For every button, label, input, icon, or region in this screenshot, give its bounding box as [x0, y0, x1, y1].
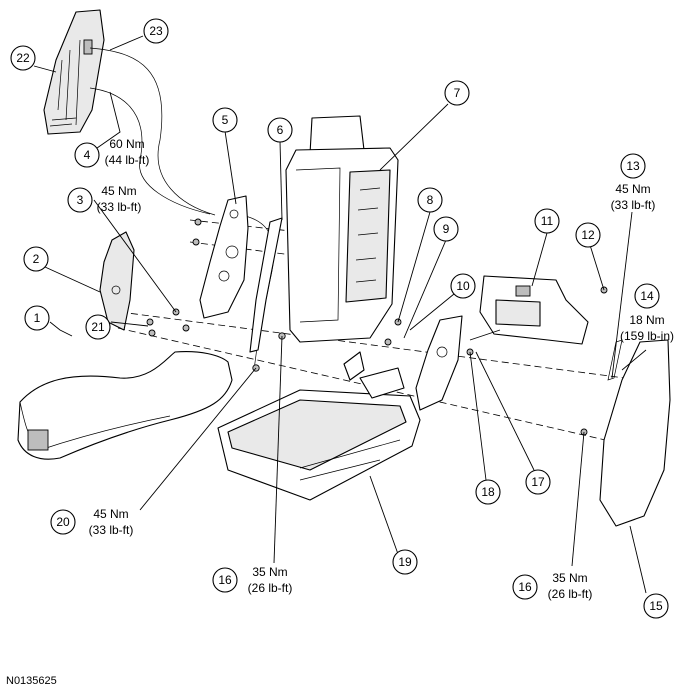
torque-nm: 18 Nm: [629, 313, 664, 327]
callout-number: 1: [34, 311, 41, 325]
part-19-seat-base: [217, 351, 421, 501]
callout-10: 10: [450, 273, 476, 299]
callout-1: 1: [24, 305, 50, 331]
callout-7: 7: [444, 80, 470, 106]
callout-8: 8: [417, 187, 443, 213]
callout-16-right: 16 35 Nm (26 lb-ft): [512, 571, 593, 601]
torque-lbft: (159 lb-in): [620, 329, 674, 343]
torque-lbft: (44 lb-ft): [105, 153, 150, 167]
callout-3: 3 45 Nm (33 lb-ft): [67, 184, 142, 214]
torque-lbft: (26 lb-ft): [248, 581, 293, 595]
callout-17: 17: [525, 469, 551, 495]
callout-16-left: 16 35 Nm (26 lb-ft): [212, 565, 293, 595]
torque-nm: 35 Nm: [252, 565, 287, 579]
callout-number: 5: [222, 113, 229, 127]
callout-number: 9: [443, 222, 450, 236]
callout-number: 4: [84, 148, 91, 162]
part-6-belt-strap: [249, 217, 283, 353]
part-15-side-shield: [599, 339, 671, 527]
fasteners-left: [146, 218, 202, 337]
callout-number: 20: [56, 515, 70, 529]
callout-number: 7: [454, 86, 461, 100]
callout-13: 13 45 Nm (33 lb-ft): [611, 153, 656, 212]
part-7-seat-back: [285, 115, 399, 343]
callout-20: 20 45 Nm (33 lb-ft): [50, 507, 134, 537]
callout-18: 18: [475, 479, 501, 505]
part-2-hinge-cover: [99, 231, 135, 331]
callout-number: 16: [518, 580, 532, 594]
callout-19: 19: [392, 549, 418, 575]
callout-number: 12: [581, 228, 595, 242]
callout-number: 8: [427, 193, 434, 207]
part-11-latch-housing: [479, 275, 589, 345]
callout-6: 6: [267, 117, 293, 143]
callout-number: 16: [218, 573, 232, 587]
callout-5: 5: [212, 107, 238, 133]
torque-lbft: (33 lb-ft): [89, 523, 134, 537]
torque-nm: 35 Nm: [552, 571, 587, 585]
callout-number: 18: [481, 485, 495, 499]
torque-lbft: (33 lb-ft): [97, 200, 142, 214]
callout-number: 3: [77, 193, 84, 207]
callout-2: 2: [23, 246, 49, 272]
callout-number: 10: [456, 279, 470, 293]
callout-number: 17: [531, 475, 545, 489]
torque-nm: 60 Nm: [109, 137, 144, 151]
torque-nm: 45 Nm: [93, 507, 128, 521]
callout-number: 19: [398, 555, 412, 569]
callout-23: 23: [143, 18, 169, 44]
callout-number: 6: [277, 123, 284, 137]
callout-4: 4 60 Nm (44 lb-ft): [74, 137, 150, 168]
callout-number: 11: [541, 214, 554, 228]
part-22-side-cover: [43, 9, 105, 135]
callout-9: 9: [433, 216, 459, 242]
callout-22: 22: [10, 45, 36, 71]
part-10-side-bracket: [415, 315, 463, 411]
callout-21: 21: [85, 314, 111, 340]
callout-number: 21: [91, 320, 105, 334]
torque-lbft: (33 lb-ft): [611, 198, 656, 212]
callout-number: 14: [640, 289, 654, 303]
torque-nm: 45 Nm: [101, 184, 136, 198]
callout-number: 2: [33, 252, 40, 266]
callout-number: 13: [626, 159, 640, 173]
torque-lbft: (26 lb-ft): [548, 587, 593, 601]
callout-number: 23: [149, 24, 163, 38]
part-5-recliner-bracket: [199, 195, 249, 319]
callout-number: 22: [16, 51, 30, 65]
callout-11: 11: [534, 208, 560, 234]
callout-12: 12: [575, 222, 601, 248]
part-1-seat-cushion: [17, 351, 233, 460]
callout-15: 15: [643, 593, 669, 619]
leader-lines: [33, 35, 647, 594]
figure-id: N0135625: [6, 675, 57, 687]
callout-14: 14 18 Nm (159 lb-in): [620, 283, 674, 343]
torque-nm: 45 Nm: [615, 182, 650, 196]
callout-number: 15: [649, 599, 663, 613]
